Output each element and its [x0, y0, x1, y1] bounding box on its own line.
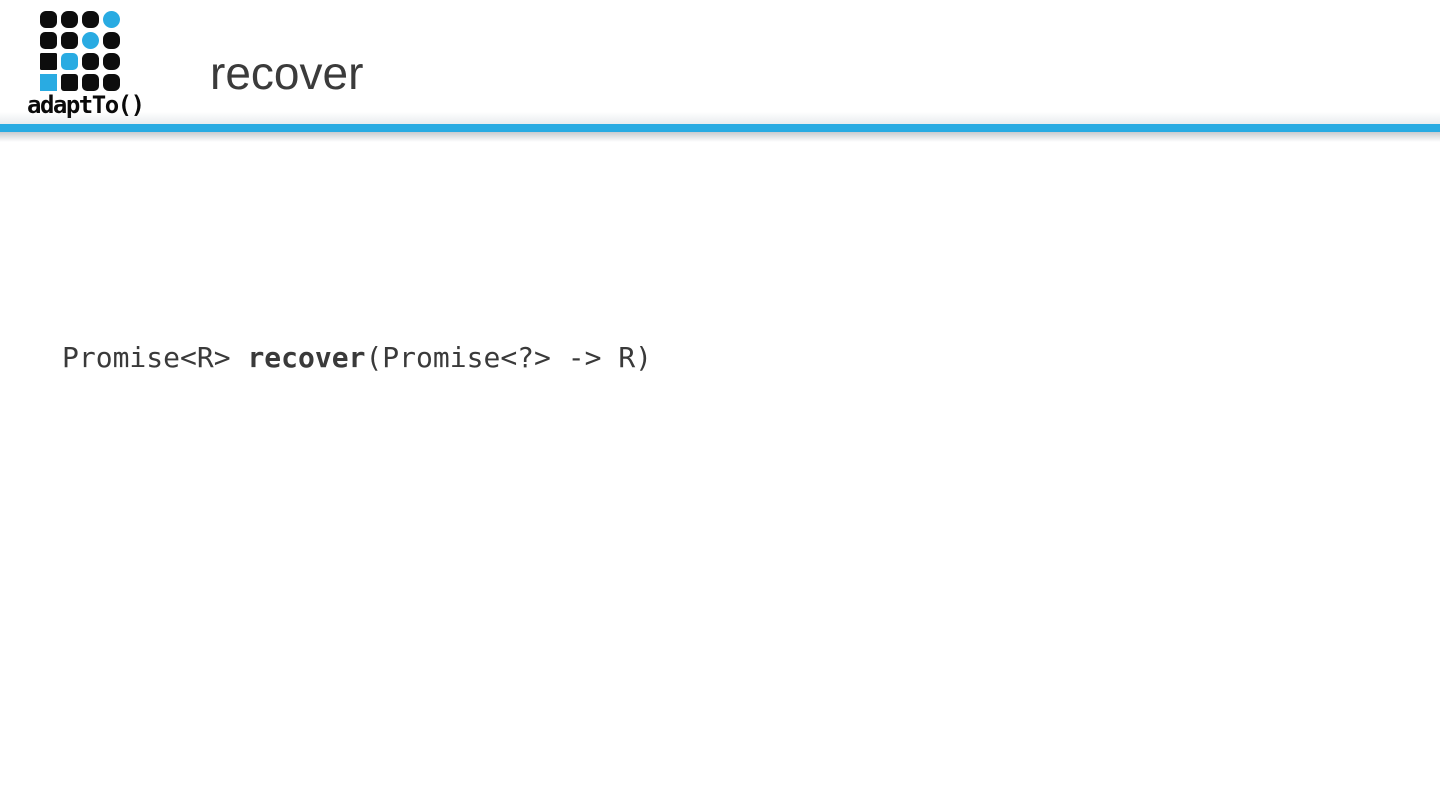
slide-title: recover	[210, 47, 364, 99]
accent-divider	[0, 112, 1440, 142]
logo-grid-cell	[103, 11, 120, 28]
logo-grid-cell	[82, 74, 99, 91]
logo-grid-cell	[40, 53, 57, 70]
logo-grid-icon	[40, 11, 120, 91]
code-keyword: recover	[247, 341, 366, 374]
logo-grid-cell	[40, 74, 57, 91]
logo-grid-cell	[61, 74, 78, 91]
logo-grid-cell	[103, 32, 120, 49]
logo-grid-cell	[40, 11, 57, 28]
logo-grid-cell	[61, 32, 78, 49]
logo-grid-cell	[103, 74, 120, 91]
logo-grid-cell	[40, 32, 57, 49]
code-prefix: Promise<R>	[62, 341, 248, 374]
logo-grid-cell	[82, 11, 99, 28]
logo-grid-cell	[103, 53, 120, 70]
logo-grid-cell	[61, 53, 78, 70]
logo-grid-cell	[61, 11, 78, 28]
code-suffix: (Promise<?> -> R)	[365, 341, 653, 374]
logo-brand-text: adaptTo()	[27, 91, 145, 119]
code-signature: Promise<R> recover(Promise<?> -> R)	[62, 344, 652, 372]
logo-grid-cell	[82, 53, 99, 70]
logo-grid-cell	[82, 32, 99, 49]
